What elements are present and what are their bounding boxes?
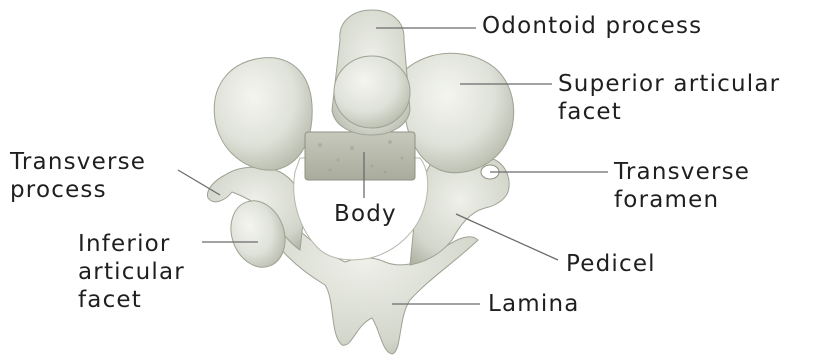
label-line: Pedicel xyxy=(566,250,656,278)
body-shape xyxy=(305,132,415,180)
label-line: Body xyxy=(334,200,397,228)
label-line: facet xyxy=(78,286,185,314)
label-line: articular xyxy=(78,258,185,286)
label-line: facet xyxy=(558,98,780,126)
label-line: Superior articular xyxy=(558,70,780,98)
label-transverse-foramen: Transverse foramen xyxy=(614,158,750,214)
label-body: Body xyxy=(334,200,397,228)
right-superior-facet-shape xyxy=(402,53,513,172)
dens-cap-shape xyxy=(334,56,410,128)
label-line: Transverse xyxy=(10,148,146,176)
label-inferior-articular-facet: Inferior articular facet xyxy=(78,230,185,314)
label-odontoid-process: Odontoid process xyxy=(482,12,702,40)
label-transverse-process: Transverse process xyxy=(10,148,146,204)
label-lamina: Lamina xyxy=(488,290,580,318)
label-line: Lamina xyxy=(488,290,580,318)
label-line: process xyxy=(10,176,146,204)
label-line: Inferior xyxy=(78,230,185,258)
label-superior-articular-facet: Superior articular facet xyxy=(558,70,780,126)
left-superior-facet-shape xyxy=(214,58,312,170)
label-line: foramen xyxy=(614,186,750,214)
label-pedicel: Pedicel xyxy=(566,250,656,278)
label-line: Odontoid process xyxy=(482,12,702,40)
label-line: Transverse xyxy=(614,158,750,186)
